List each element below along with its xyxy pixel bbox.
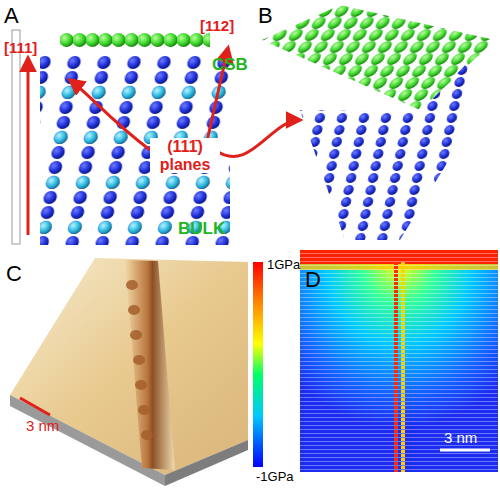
colorbar-label: -1GPa	[256, 470, 294, 484]
scale-bar-label: 3 nm	[444, 430, 477, 447]
panel-letter: D	[305, 268, 321, 292]
scale-bar-label: 3 nm	[26, 418, 59, 435]
plane-label: (111̄) planes	[150, 138, 220, 173]
panel-letter: A	[4, 4, 19, 28]
panel-letter: C	[6, 262, 22, 286]
panel-letter: B	[258, 4, 273, 28]
direction-label: [111]	[4, 40, 37, 57]
colorbar-label: 1GPa	[267, 258, 300, 272]
region-label: CSB	[212, 56, 248, 75]
region-label: BULK	[178, 220, 225, 239]
direction-label: [112]	[200, 18, 234, 35]
